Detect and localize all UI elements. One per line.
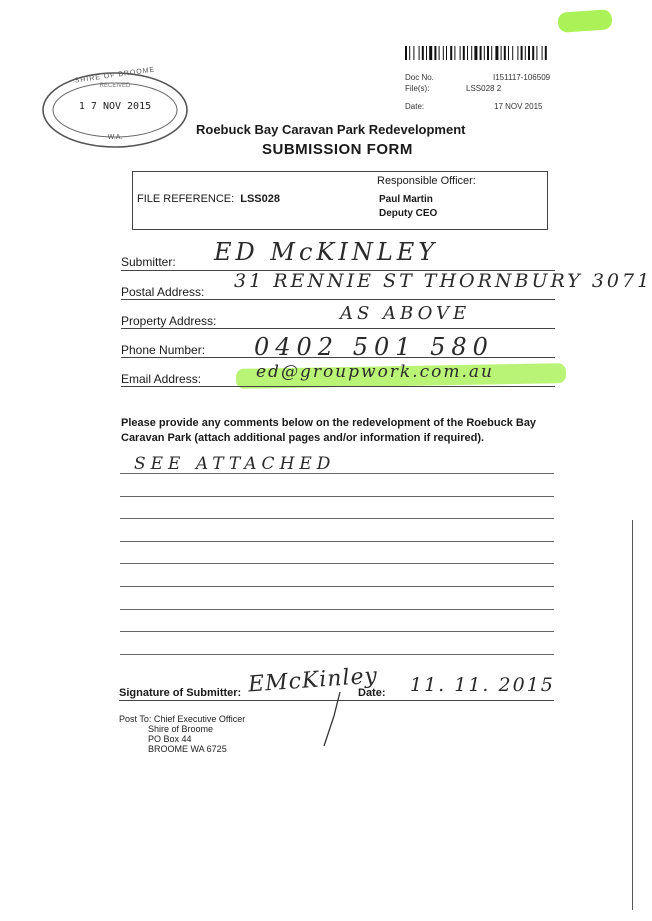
barcode-bar [483, 46, 485, 60]
post-to-line4: BROOME WA 6725 [148, 744, 227, 754]
signature-date-value: 11. 11. 2015 [410, 674, 555, 696]
post-to-line2: Shire of Broome [148, 724, 214, 734]
file-reference-label: FILE REFERENCE: LSS028 [137, 193, 280, 205]
barcode-bar [442, 46, 444, 60]
files-value: LSS028 2 [466, 84, 502, 93]
barcode-bar [462, 46, 465, 60]
postal-address-value: 31 RENNIE ST THORNBURY 3071 [234, 270, 652, 292]
submitter-underline [121, 270, 555, 271]
highlighter-mark [557, 9, 613, 33]
comment-line [120, 541, 554, 542]
signature-stroke [323, 691, 341, 747]
barcode-bar [512, 46, 514, 60]
barcode-bar [532, 46, 535, 60]
barcode-bar [528, 46, 530, 60]
officer-name: Paul Martin [379, 194, 433, 205]
property-address-underline [121, 328, 555, 329]
barcode-bar [429, 46, 433, 60]
phone-number-value: 0402 501 580 [254, 333, 494, 361]
doc-no-label: Doc No. [405, 73, 434, 82]
barcode-bar [459, 46, 461, 60]
comments-entry: SEE ATTACHED [134, 454, 336, 474]
barcode-bar [405, 46, 407, 60]
date-label: Date: [405, 102, 425, 111]
barcode-bar [474, 46, 478, 60]
form-title: SUBMISSION FORM [262, 141, 413, 158]
officer-title: Deputy CEO [379, 208, 438, 219]
signature-underline [119, 700, 554, 701]
property-address-label: Property Address: [121, 314, 217, 328]
stamp-date: 1 7 NOV 2015 [78, 101, 152, 112]
barcode-bar [487, 46, 489, 60]
barcode-bar [541, 46, 543, 60]
signature-label: Signature of Submitter: [119, 687, 242, 699]
stamp-bottom-text: W.A. [107, 134, 123, 141]
file-reference-box: FILE REFERENCE: LSS028 Responsible Offic… [132, 171, 548, 230]
phone-number-label: Phone Number: [121, 343, 206, 357]
comment-line [120, 496, 554, 497]
property-address-value: AS ABOVE [340, 303, 471, 324]
email-address-label: Email Address: [121, 372, 202, 386]
comment-line [120, 609, 554, 610]
barcode-bar [471, 46, 473, 60]
barcode-bar [544, 46, 547, 60]
barcode-bar [491, 46, 493, 60]
barcode-bar [467, 46, 468, 60]
barcode-bar [426, 46, 427, 60]
post-to-block: Post To: Chief Executive Officer Shire o… [119, 714, 245, 754]
barcode-bar [479, 46, 482, 60]
submitter-label: Submitter: [121, 255, 176, 269]
stamp-middle-text: RECEIVED [99, 83, 131, 89]
barcode-bar [438, 46, 440, 60]
barcode-bar [434, 46, 437, 60]
barcode-bar [421, 46, 424, 60]
comment-line [120, 631, 554, 632]
post-to-line3: PO Box 44 [148, 734, 192, 744]
barcode-bar [446, 46, 447, 60]
files-label: File(s): [405, 84, 430, 93]
barcode-bar [520, 46, 523, 60]
comments-prompt: Please provide any comments below on the… [121, 417, 537, 444]
date-value: 17 NOV 2015 [494, 102, 543, 111]
comment-line [120, 563, 554, 564]
barcode-bar [409, 46, 411, 60]
barcode-bar [500, 46, 502, 60]
signature-date-label: Date: [358, 687, 386, 699]
barcode-bar [517, 46, 519, 60]
responsible-officer-label: Responsible Officer: [377, 175, 476, 187]
file-reference-label-text: FILE REFERENCE: [137, 193, 235, 205]
email-address-value: ed@groupwork.com.au [256, 362, 494, 382]
barcode-bar [536, 46, 538, 60]
postal-address-label: Postal Address: [121, 285, 205, 299]
doc-no-value: I151117-106509 [493, 73, 551, 82]
submitter-value: ED McKINLEY [214, 238, 439, 266]
project-title: Roebuck Bay Caravan Park Redevelopment [196, 122, 466, 137]
barcode-bar [503, 46, 506, 60]
barcode-bar [454, 46, 456, 60]
comment-line [120, 586, 554, 587]
received-stamp: SHIRE OF BROOME RECEIVED 1 7 NOV 2015 W.… [38, 66, 192, 154]
barcode [405, 46, 547, 60]
file-reference-value: LSS028 [240, 193, 280, 205]
email-address-underline [121, 386, 555, 387]
barcode-bar [418, 46, 420, 60]
page-edge-line [632, 520, 633, 910]
comment-line [120, 654, 554, 655]
barcode-bar [450, 46, 453, 60]
barcode-bar [495, 46, 499, 60]
barcode-bar [508, 46, 509, 60]
postal-address-underline [121, 299, 555, 300]
comment-line [120, 473, 554, 474]
barcode-bar [524, 46, 526, 60]
phone-number-underline [121, 357, 555, 358]
barcode-bar [413, 46, 415, 60]
post-to-line1: Post To: Chief Executive Officer [119, 714, 246, 724]
comment-line [120, 518, 554, 519]
